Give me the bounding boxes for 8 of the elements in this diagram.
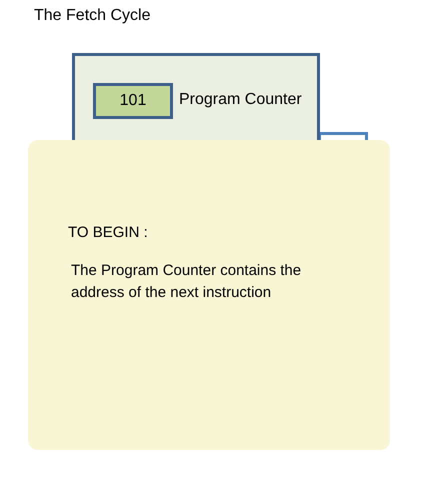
note-heading: TO BEGIN : <box>68 223 149 243</box>
frame-box <box>72 53 320 140</box>
note-text: The Program Counter contains the address of the next instruction <box>71 261 302 303</box>
note-panel <box>28 140 390 450</box>
register-label: Program Counter <box>179 91 302 109</box>
frame-box <box>318 132 368 140</box>
register-box: 101 <box>93 83 173 119</box>
title: The Fetch Cycle <box>34 7 150 25</box>
